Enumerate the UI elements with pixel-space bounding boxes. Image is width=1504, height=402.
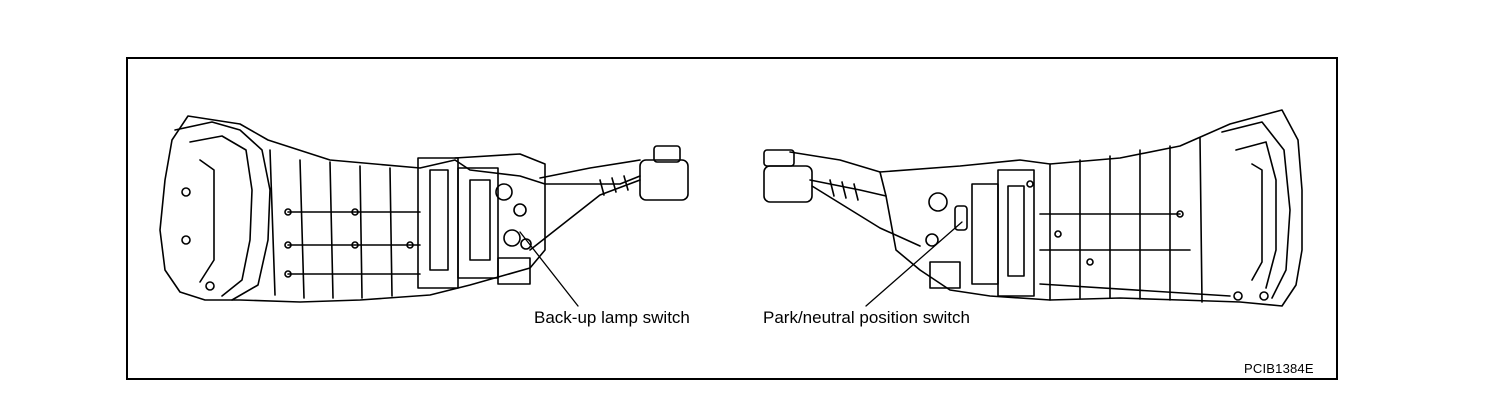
leader-line-park-neutral <box>865 221 963 307</box>
backup-lamp-switch-label: Back-up lamp switch <box>534 308 690 327</box>
transmission-left-side-view <box>159 115 689 303</box>
figure-code: PCIB1384E <box>1244 361 1314 376</box>
leader-line-backup-lamp <box>519 231 579 307</box>
diagram-frame <box>126 57 1338 380</box>
park-neutral-switch-label: Park/neutral position switch <box>763 308 970 327</box>
transmission-right-side-view <box>763 109 1303 307</box>
